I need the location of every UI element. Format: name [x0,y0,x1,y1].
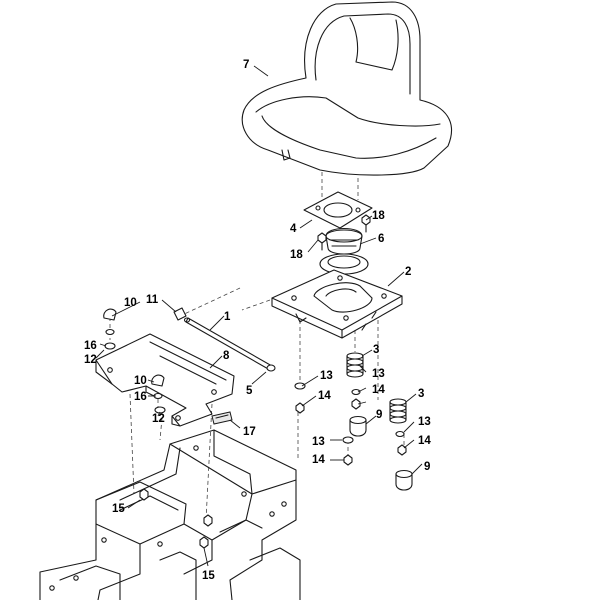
callout-13: 13 [320,370,333,382]
frame-part [39,429,301,600]
bumper-parts [349,415,413,491]
callout-14: 14 [318,390,331,402]
callout-14: 14 [418,435,431,447]
callout-6: 6 [378,233,384,245]
callout-17: 17 [243,426,256,438]
seat-part [241,1,453,176]
alignment-lines [109,172,405,521]
callout-18: 18 [372,210,385,222]
callout-13: 13 [418,416,431,428]
callout-3: 3 [418,388,424,400]
callout-16: 16 [84,340,97,352]
rod-part [183,317,276,372]
callout-8: 8 [223,350,230,362]
clip-part [173,307,187,321]
callout-1: 1 [224,311,231,323]
callout-14: 14 [312,454,325,466]
callout-2: 2 [405,266,411,278]
callout-16: 16 [134,391,147,403]
callout-7: 7 [243,59,249,71]
spring-parts [346,352,407,424]
callout-15: 15 [202,570,215,582]
callout-10: 10 [124,297,137,309]
mounting-plate-part [303,191,373,229]
callout-12: 12 [152,413,165,425]
callout-15: 15 [112,503,125,515]
leader-lines [95,65,423,567]
callout-labels: 7 4 18 6 18 2 10 11 1 16 12 8 3 10 13 13… [84,59,431,582]
callout-13: 13 [312,436,325,448]
knob-parts [103,308,166,414]
callout-3: 3 [373,344,379,356]
callout-14: 14 [372,384,385,396]
washer-nut-parts [294,382,407,466]
callout-4: 4 [290,223,297,235]
callout-9: 9 [376,409,382,421]
swivel-part [319,227,369,275]
callout-13: 13 [372,368,385,380]
base-plate-part [271,269,403,339]
decal-part [211,411,233,425]
callout-9: 9 [424,461,430,473]
callout-18: 18 [290,249,303,261]
callout-5: 5 [246,385,253,397]
callout-11: 11 [146,294,159,306]
callout-10: 10 [134,375,147,387]
callout-12: 12 [84,354,97,366]
seat-bracket-part [95,333,235,427]
